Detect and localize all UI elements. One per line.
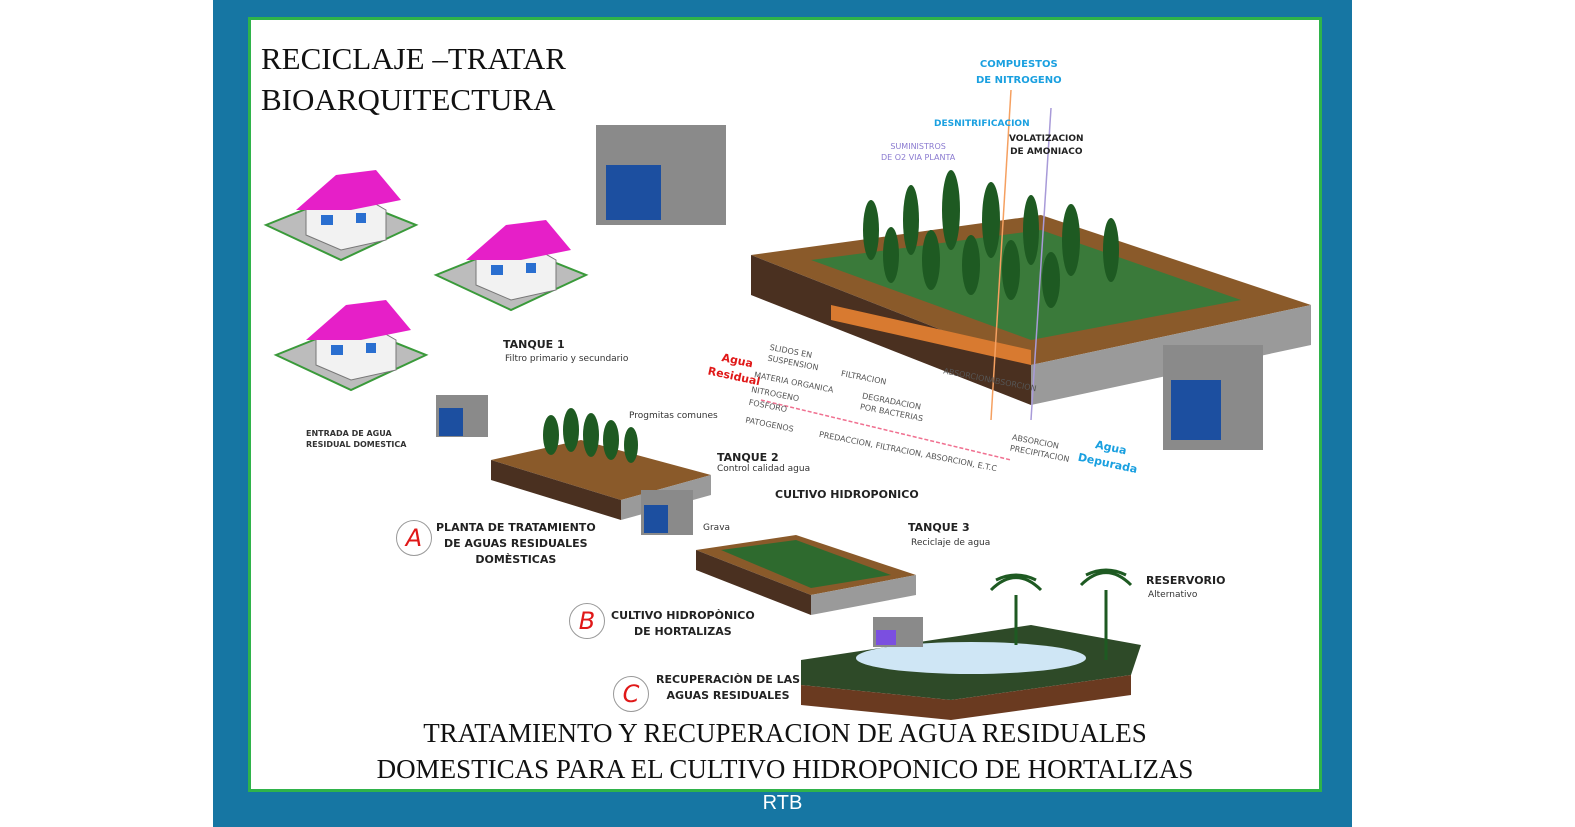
label-reservorio-sub: Alternativo xyxy=(1148,590,1198,600)
label-progmitas: Progmitas comunes xyxy=(629,411,718,421)
house-icon xyxy=(265,169,417,261)
hydroponic-bed xyxy=(696,535,916,615)
stage-c-badge: C xyxy=(613,676,649,712)
label-desnitrificacion: DESNITRIFICACION xyxy=(934,119,1030,129)
label-tanque-1-sub: Filtro primario y secundario xyxy=(505,354,629,364)
label-tanque-3: TANQUE 3 xyxy=(908,521,970,534)
tank-icon xyxy=(1163,345,1263,450)
arrow xyxy=(1030,107,1052,421)
tank-icon xyxy=(641,490,693,535)
palm-tree-icon xyxy=(989,568,1133,660)
tank-icon xyxy=(873,617,923,647)
label-tanque-3-sub: Reciclaje de agua xyxy=(911,538,991,548)
caption-line-2: DOMESTICAS PARA EL CULTIVO HIDROPONICO D… xyxy=(376,754,1194,784)
arrow xyxy=(990,89,1012,421)
label-cultivo-hidroponico: CULTIVO HIDROPONICO xyxy=(775,488,919,501)
label-reservorio: RESERVORIO xyxy=(1146,574,1226,587)
label-tanque-1: TANQUE 1 xyxy=(503,338,565,351)
label-tanque-2-sub: Control calidad agua xyxy=(717,464,811,474)
stage-b-badge: B xyxy=(569,603,605,639)
house-icon xyxy=(435,219,587,311)
tank-icon xyxy=(436,395,488,437)
label-tanque-2: TANQUE 2 xyxy=(717,451,779,464)
stage-a-badge: A xyxy=(396,520,432,556)
wastewater-illustration xyxy=(265,89,1311,720)
footer-label: RTB xyxy=(762,792,803,814)
reservoir-pond xyxy=(801,625,1141,720)
reeds xyxy=(863,170,1119,308)
caption-line-1: TRATAMIENTO Y RECUPERACION DE AGUA RESID… xyxy=(423,718,1147,748)
house-icon xyxy=(275,299,427,391)
tank-icon xyxy=(596,125,726,225)
label-grava: Grava xyxy=(703,523,731,533)
